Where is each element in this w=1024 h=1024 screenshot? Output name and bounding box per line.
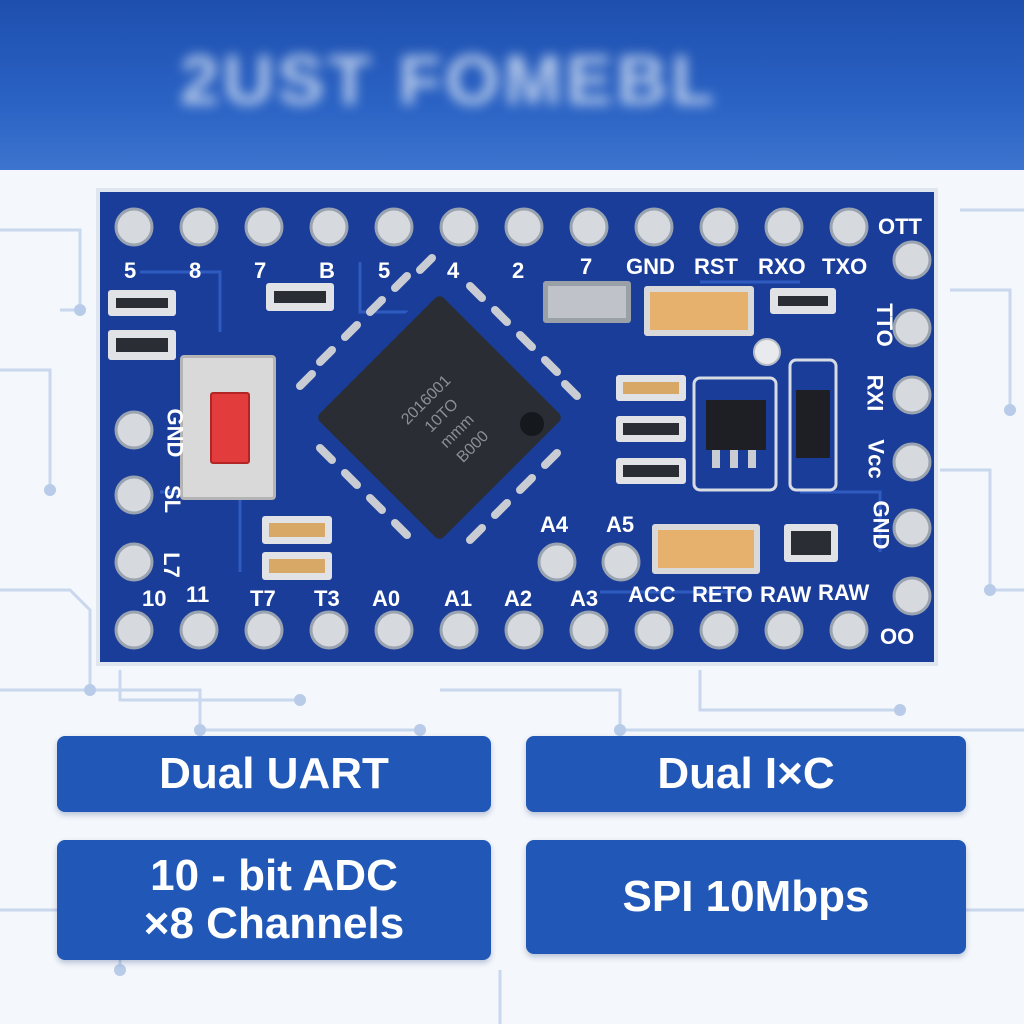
pin-label: RAW [760,582,812,607]
pin-label: L7 [158,552,184,578]
pin-label: A0 [372,586,401,611]
pin-label: T7 [250,586,276,611]
pin-label: GND [162,408,188,458]
crystal [543,281,631,323]
resistor-3 [108,330,176,360]
capacitor-3 [262,552,332,580]
pin-label: RXI [862,374,888,412]
pin-label: 11 [186,582,210,607]
feature-adc-line2: ×8 Channels [143,899,405,948]
top-banner: 2UST FOMEBL [0,0,1024,170]
pin-label: T3 [314,586,340,611]
pin-label: 2 [512,258,525,283]
feature-i2c-label: Dual I×C [657,748,835,798]
pin-label: OTT [878,214,922,239]
pin-label: GND [868,500,894,550]
resistor-1 [266,283,334,311]
pin-label: 5 [124,258,137,283]
pin-label: ACC [628,582,676,607]
pin-label: Vcc [863,439,889,479]
capacitor-4 [616,375,686,401]
pin-label: TTO [871,303,897,347]
capacitor-1 [644,286,754,336]
banner-title: 2UST FOMEBL [180,41,718,119]
pin-label: RAW [818,580,870,605]
led [784,524,838,562]
resistor-4 [770,288,836,314]
reset-button-cap [210,392,250,464]
pin-label: GND [626,254,675,279]
pin-label: 5 [378,258,391,283]
feature-uart: Dual UART [57,736,491,812]
feature-spi-label: SPI 10Mbps [622,871,870,921]
pin-label: B [319,258,335,283]
pin-label: 8 [189,258,202,283]
pin-label: A5 [606,512,635,537]
chip-pin1-marker [520,412,544,436]
pin-label: A3 [570,586,599,611]
pin-label: RETO [692,582,753,607]
capacitor-5 [652,524,760,574]
feature-i2c: Dual I×C [526,736,966,812]
pin-label: SL [160,484,186,514]
feature-uart-label: Dual UART [159,748,389,798]
pin-label: 7 [254,258,267,283]
pin-label: A1 [444,586,473,611]
resistor-5 [616,416,686,442]
feature-adc-line1: 10 - bit ADC [150,850,398,900]
pin-label: OO [880,624,915,649]
circuit-background [0,208,1024,1024]
pin-label: RXO [758,254,806,279]
pin-label: 10 [142,586,167,611]
pin-label: TXO [822,254,868,279]
pin-label: 7 [580,254,593,279]
pin-label: 4 [447,258,460,283]
capacitor-2 [262,516,332,544]
resistor-2 [108,290,176,316]
pin-label: A2 [504,586,533,611]
pin-label: A4 [540,512,569,537]
resistor-6 [616,458,686,484]
pin-label: RST [694,254,738,279]
feature-spi: SPI 10Mbps [526,840,966,954]
feature-adc: 10 - bit ADC ×8 Channels [57,840,491,960]
